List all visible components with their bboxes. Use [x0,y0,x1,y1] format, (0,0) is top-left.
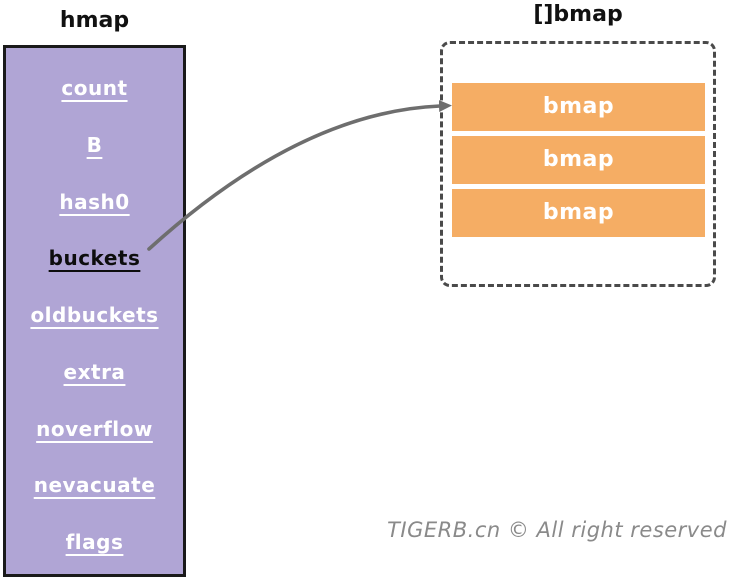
hmap-struct-box: count B hash0 buckets oldbuckets extra n… [3,45,186,577]
copyright-text: TIGERB.cn © All right reserved [387,518,727,542]
bmap-array-title: []bmap [533,2,623,27]
bmap-rows: bmap bmap bmap [452,83,705,242]
bmap-row-0: bmap [452,83,705,131]
hmap-field-flags: flags [65,530,124,554]
bmap-row-2: bmap [452,189,705,237]
hmap-field-count: count [61,76,128,100]
hmap-field-buckets: buckets [48,246,141,271]
bmap-row-1: bmap [452,136,705,184]
hmap-field-oldbuckets: oldbuckets [30,303,159,327]
hmap-field-extra: extra [63,359,126,384]
hmap-title: hmap [59,8,130,33]
hmap-field-nevacuate: nevacuate [33,473,156,498]
hmap-field-b: B [86,132,103,157]
hmap-field-hash0: hash0 [59,189,130,214]
hmap-field-noverflow: noverflow [36,416,153,441]
